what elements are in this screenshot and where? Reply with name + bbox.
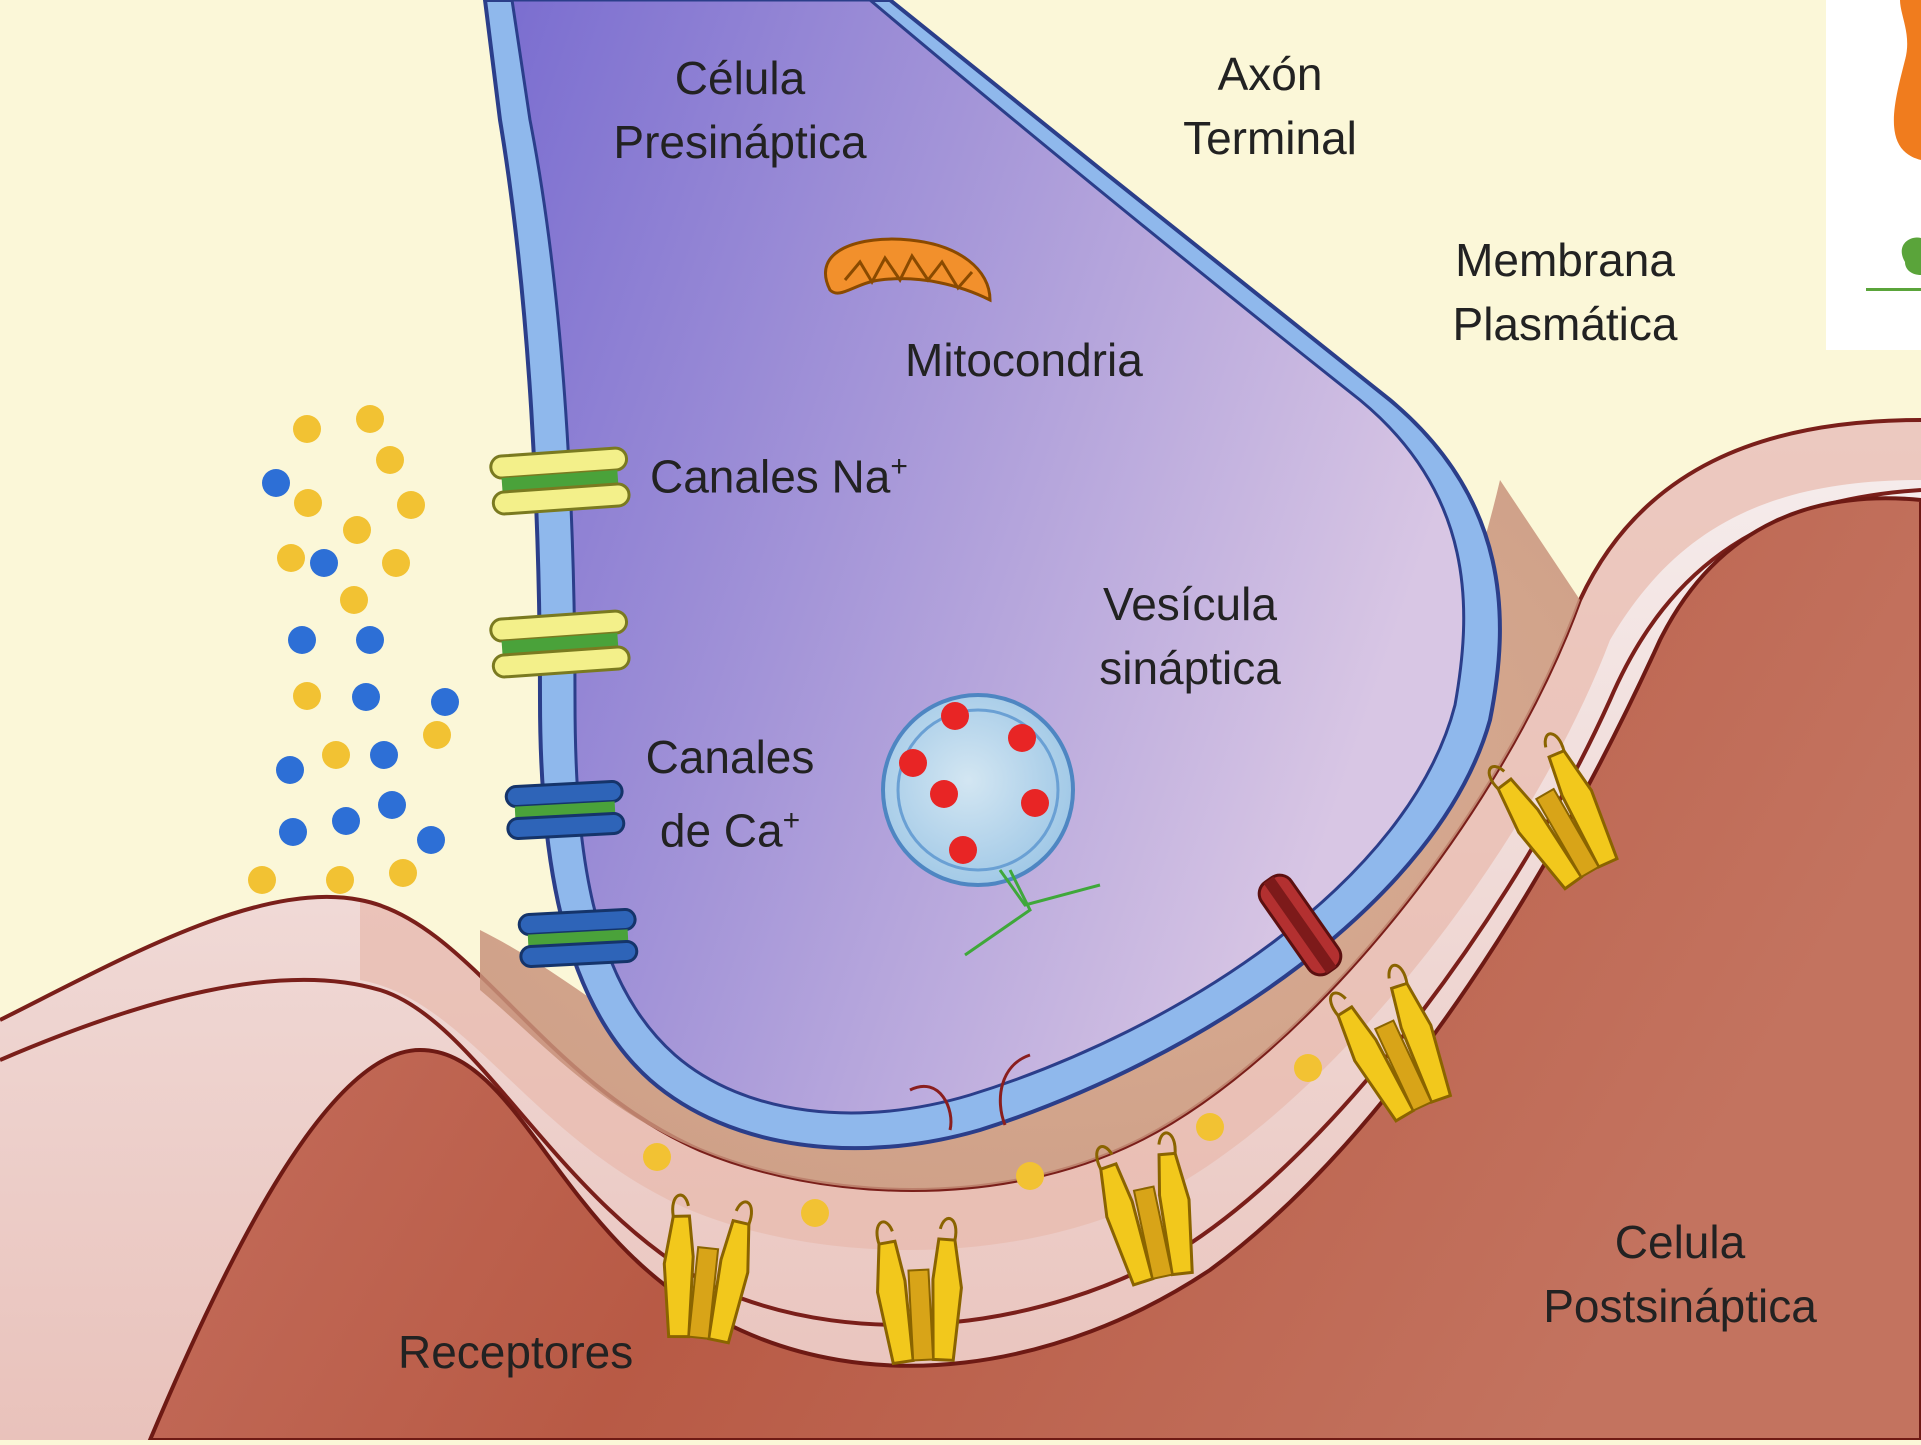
label-mitochondria: Mitocondria [905,328,1143,392]
label-na-sup: + [890,450,908,483]
label-receptors: Receptores [398,1320,633,1384]
label-ca-text: de Ca [660,804,783,856]
label-presynaptic-line1: Célula [600,46,880,110]
label-axon-terminal: Axón Terminal [1150,42,1390,170]
label-membrane-line2: Plasmática [1420,292,1710,356]
label-postsynaptic-line1: Celula [1520,1210,1840,1274]
ca-channel [519,909,638,967]
label-presynaptic-cell: Célula Presináptica [600,46,880,174]
label-na-channels: Canales Na+ [650,435,908,508]
label-na-text: Canales Na [650,450,890,502]
label-ca-line2: de Ca+ [620,789,840,862]
label-plasma-membrane: Membrana Plasmática [1420,228,1710,356]
label-ca-line1: Canales [620,725,840,789]
label-vesicle-line2: sináptica [1060,636,1320,700]
ca-channel [506,781,625,839]
label-vesicle-line1: Vesícula [1060,572,1320,636]
label-postsynaptic-cell: Celula Postsináptica [1520,1210,1840,1338]
logo [1826,0,1921,350]
label-axon-line1: Axón [1150,42,1390,106]
label-membrane-line1: Membrana [1420,228,1710,292]
na-channel [490,610,630,677]
label-presynaptic-line2: Presináptica [600,110,880,174]
label-synaptic-vesicle: Vesícula sináptica [1060,572,1320,700]
label-postsynaptic-line2: Postsináptica [1520,1274,1840,1338]
label-ca-channels: Canales de Ca+ [620,725,840,862]
na-channel [490,447,630,514]
label-ca-sup: + [783,804,801,837]
label-axon-line2: Terminal [1150,106,1390,170]
